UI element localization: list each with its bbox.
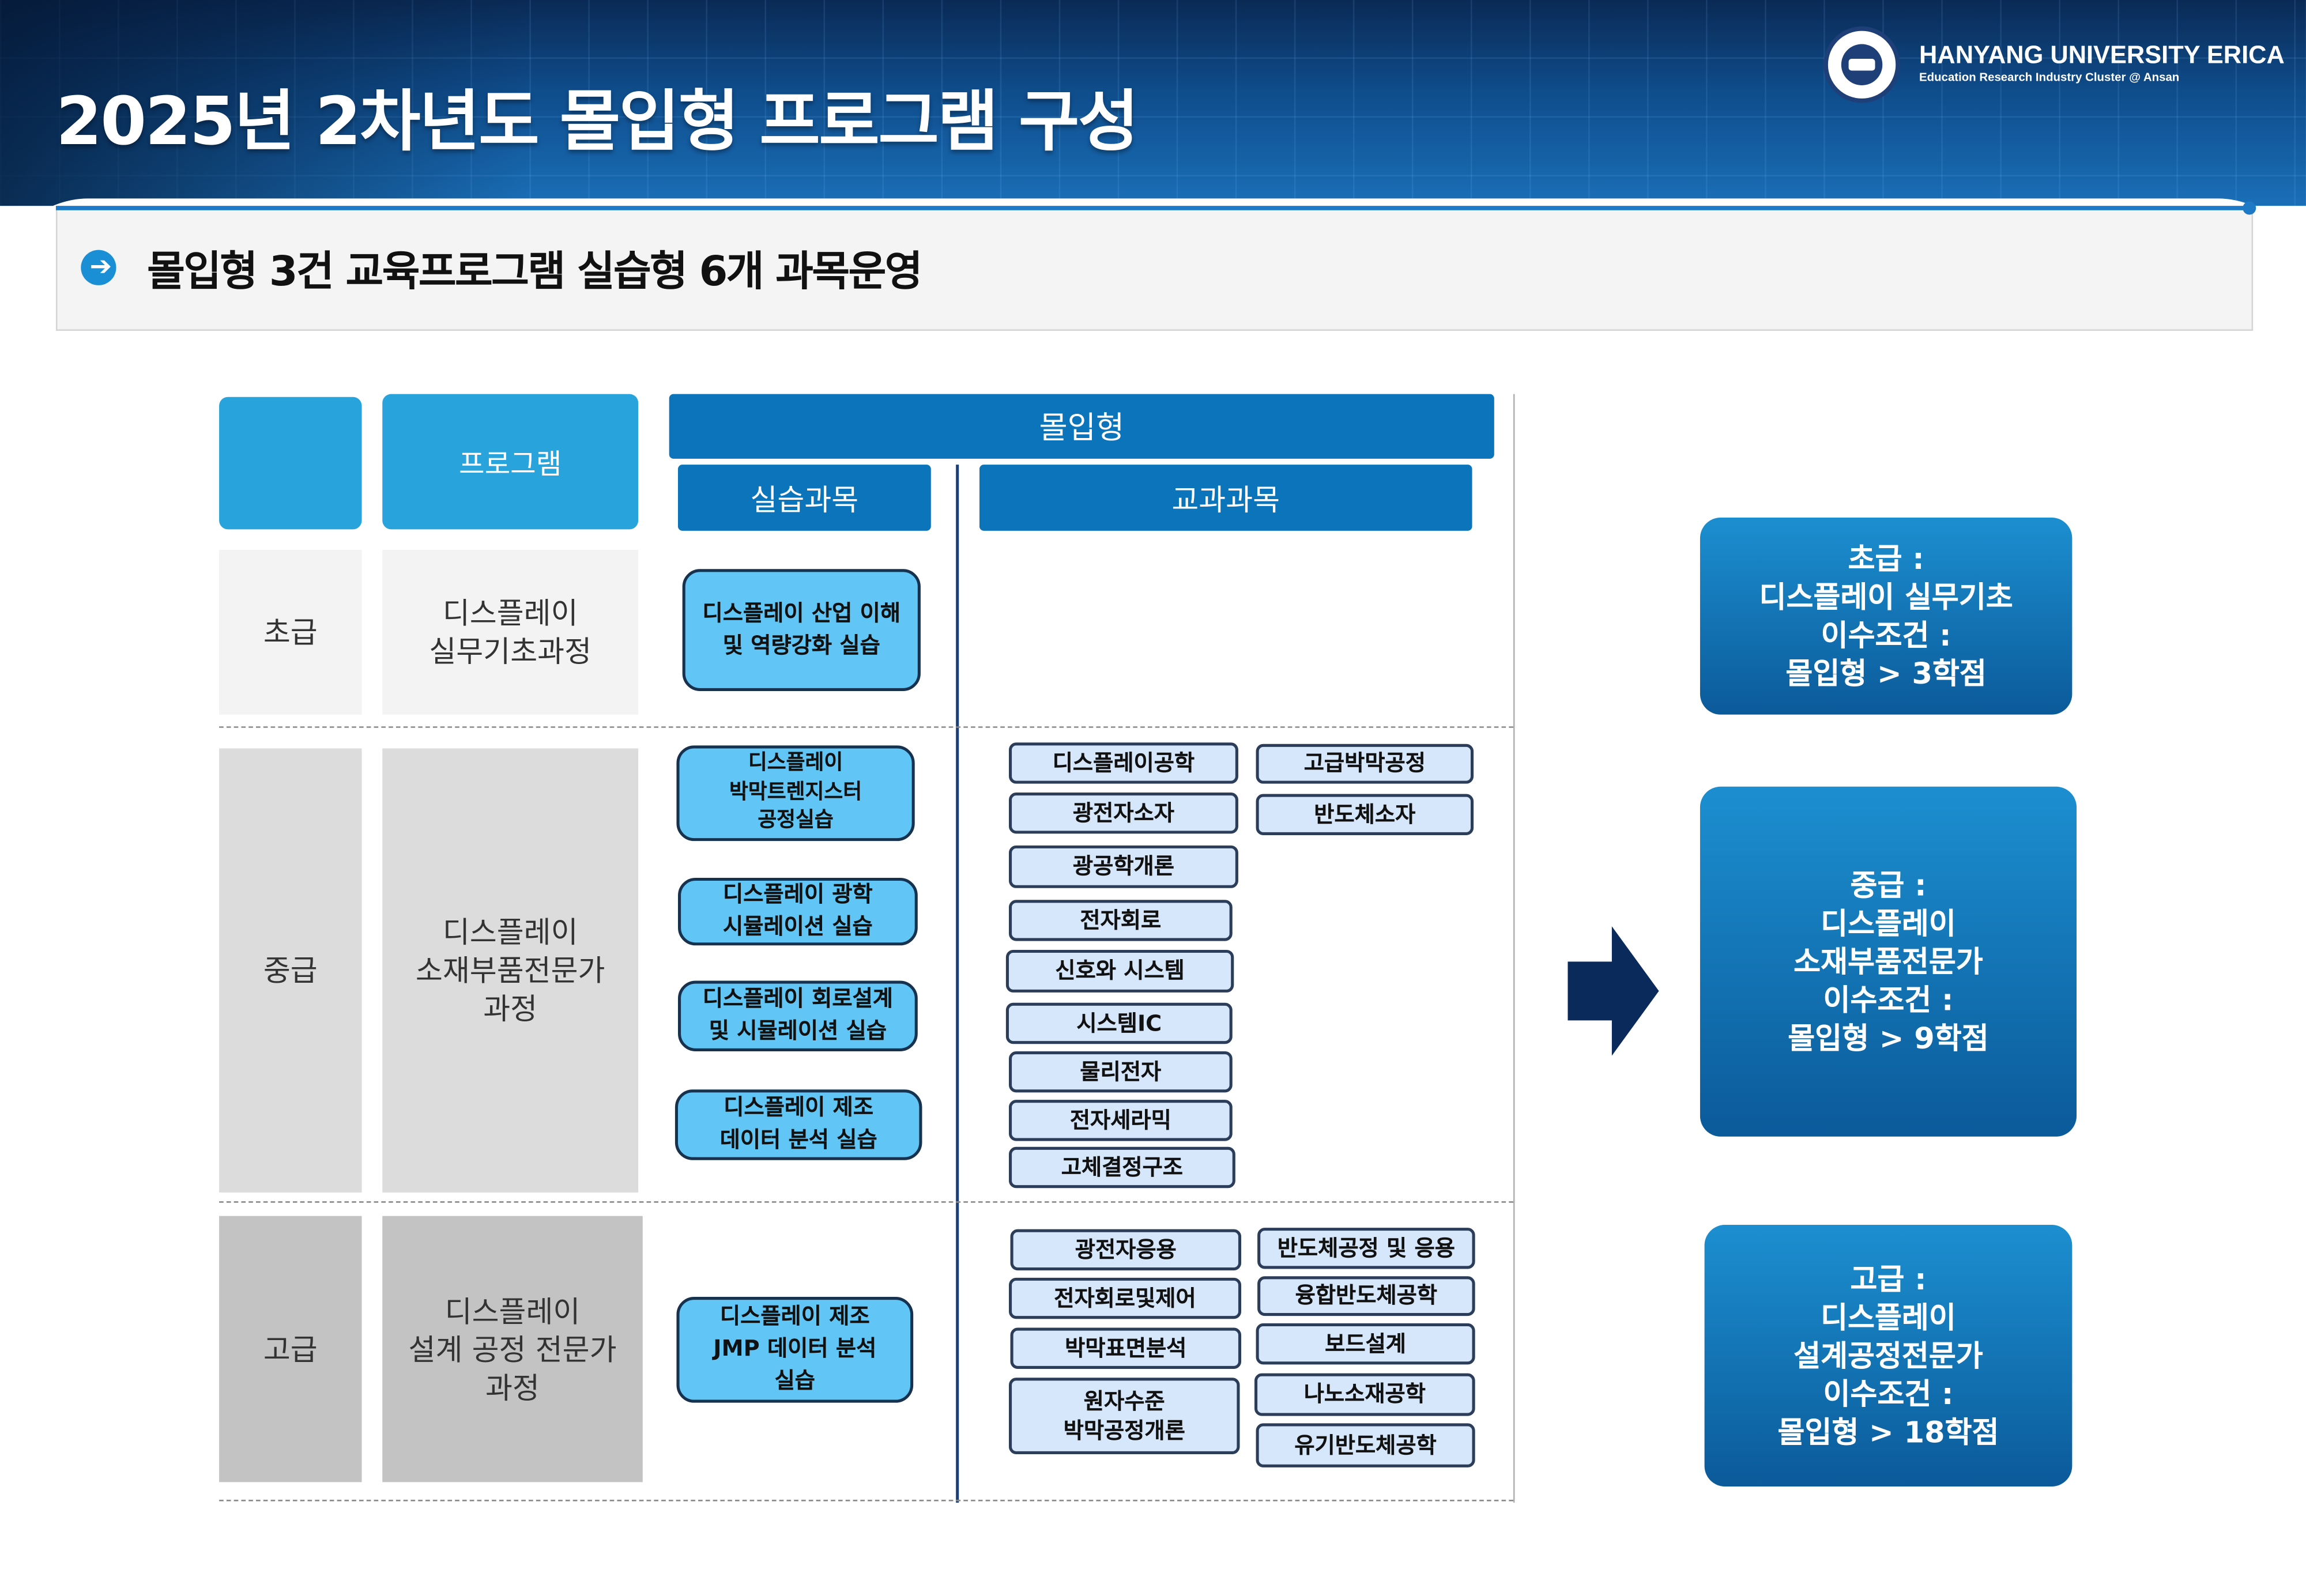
course-box: 디스플레이공학: [1008, 742, 1238, 784]
course-box: 융합반도체공학: [1257, 1276, 1475, 1316]
program-advanced: 디스플레이 설계 공정 전문가 과정: [382, 1216, 643, 1482]
level-header: [219, 397, 362, 530]
circle-arrow-right-icon: ➔: [81, 250, 116, 285]
course-box: 나노소재공학: [1254, 1373, 1475, 1416]
row-separator: [219, 726, 1513, 728]
curriculum-header: 교과과목: [979, 465, 1472, 531]
column-divider: [956, 465, 958, 1503]
practice-header: 실습과목: [678, 465, 931, 531]
immersive-header: 몰입형: [669, 394, 1494, 459]
course-box: 고체결정구조: [1008, 1146, 1235, 1188]
program-header: 프로그램: [382, 394, 639, 530]
divider-dot: [2243, 201, 2256, 215]
summary-intermediate: 중급 : 디스플레이 소재부품전문가 이수조건 : 몰입형 > 9학점: [1700, 786, 2077, 1137]
course-box: 박막표면분석: [1010, 1327, 1242, 1369]
practice-course-box: 디스플레이 회로설계 및 시뮬레이션 실습: [678, 980, 918, 1051]
program-intermediate: 디스플레이 소재부품전문가 과정: [382, 748, 639, 1193]
table-bottom-border: [219, 1500, 1513, 1501]
header-banner: [0, 0, 2306, 206]
course-box: 보드설계: [1256, 1323, 1475, 1365]
course-box: 신호와 시스템: [1005, 949, 1234, 993]
course-box: 물리전자: [1008, 1051, 1233, 1093]
level-beginner: 초급: [219, 550, 362, 715]
course-box: 전자세라믹: [1008, 1100, 1233, 1141]
practice-course-box: 디스플레이 광학 시뮬레이션 실습: [678, 877, 918, 946]
course-box: 반도체소자: [1256, 794, 1474, 835]
divider-line: [55, 206, 2254, 210]
arrow-right-icon: [1568, 926, 1659, 1056]
table-right-border: [1513, 394, 1515, 1503]
course-box: 광전자소자: [1008, 792, 1238, 834]
level-advanced: 고급: [219, 1216, 362, 1482]
level-intermediate: 중급: [219, 748, 362, 1193]
program-beginner: 디스플레이 실무기초과정: [382, 550, 639, 715]
summary-advanced: 고급 : 디스플레이 설계공정전문가 이수조건 : 몰입형 > 18학점: [1704, 1224, 2073, 1487]
course-box: 광공학개론: [1008, 845, 1238, 888]
subtitle-box: [55, 210, 2254, 331]
course-box: 시스템IC: [1005, 1002, 1233, 1044]
page-title: 2025년 2차년도 몰입형 프로그램 구성: [55, 82, 1139, 161]
course-box: 반도체공정 및 응용: [1257, 1228, 1475, 1269]
course-box: 원자수준 박막공정개론: [1008, 1378, 1240, 1454]
practice-course-box: 디스플레이 제조 JMP 데이터 분석 실습: [676, 1296, 914, 1403]
row-separator: [219, 1201, 1513, 1203]
university-seal-icon: [1823, 26, 1900, 103]
logo-name: HANYANG UNIVERSITY ERICA: [1919, 41, 2285, 69]
course-box: 고급박막공정: [1256, 744, 1474, 784]
summary-beginner: 초급 : 디스플레이 실무기초 이수조건 : 몰입형 > 3학점: [1700, 517, 2073, 715]
course-box: 광전자응용: [1010, 1229, 1242, 1271]
course-box: 유기반도체공학: [1256, 1423, 1475, 1467]
course-box: 전자회로및제어: [1008, 1277, 1242, 1319]
practice-course-box: 디스플레이 제조 데이터 분석 실습: [675, 1089, 922, 1160]
practice-course-box: 디스플레이 박막트렌지스터 공정실습: [676, 745, 915, 842]
logo-subtitle: Education Research Industry Cluster @ An…: [1919, 70, 2180, 84]
subtitle-text: 몰입형 3건 교육프로그램 실습형 6개 과목운영: [147, 247, 922, 296]
practice-course-box: 디스플레이 산업 이해 및 역량강화 실습: [682, 569, 921, 691]
course-box: 전자회로: [1008, 900, 1233, 941]
